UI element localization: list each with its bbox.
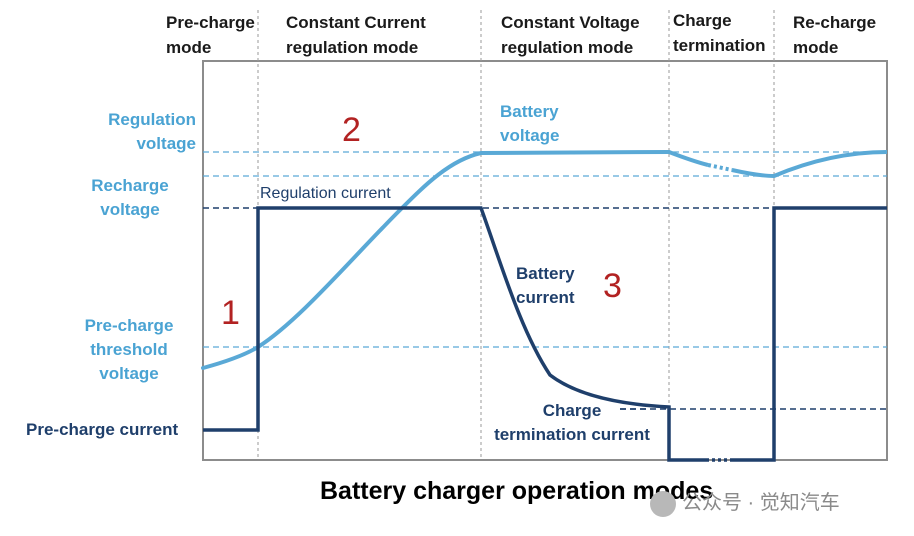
battery-voltage-curve [201,150,671,370]
mode-constant-current: Constant Current regulation mode [286,10,426,60]
battery-current-curve [203,206,706,462]
mode-cv-line1: Constant Voltage [501,13,640,32]
battery-voltage-decay [668,150,709,167]
region-number-1: 1 [221,294,240,332]
region-number-2: 2 [342,111,361,149]
mode-cc-line1: Constant Current [286,13,426,32]
mode-termination: Charge termination [673,8,766,58]
termination-current-label: Charge termination current [494,401,650,444]
region-number-3: 3 [603,267,622,305]
watermark-text: 公众号 · 觉知汽车 [682,492,840,514]
regulation-voltage-label: Regulation voltage [108,110,196,153]
battery-voltage-label: Battery voltage [500,102,560,145]
mode-constant-voltage: Constant Voltage regulation mode [501,10,640,60]
mode-term-line1: Charge [673,11,732,30]
diagram-title: Battery charger operation modes [320,477,714,505]
mode-precharge-line1: Pre-charge [166,13,255,32]
battery-voltage-decay-dotted [707,163,733,172]
mode-precharge: Pre-charge mode [166,10,255,60]
regulation-current-label: Regulation current [260,185,391,202]
mode-precharge-line2: mode [166,38,212,57]
mode-recharge-line2: mode [793,38,839,57]
battery-voltage-recover [731,150,888,179]
mode-recharge: Re-charge mode [793,10,876,60]
recharge-voltage-label: Recharge voltage [91,176,169,219]
battery-current-label: Battery current [516,264,575,307]
precharge-current-label: Pre-charge current [26,420,179,439]
plot-frame [202,60,888,461]
mode-cc-line2: regulation mode [286,38,419,57]
wechat-logo-icon [650,491,676,517]
mode-term-line2: termination [673,36,766,55]
mode-cv-line2: regulation mode [501,38,634,57]
precharge-threshold-label: Pre-charge threshold voltage [84,316,174,383]
mode-recharge-line1: Re-charge [793,13,877,32]
mode-separators [257,10,775,460]
battery-current-recharge [732,206,887,462]
